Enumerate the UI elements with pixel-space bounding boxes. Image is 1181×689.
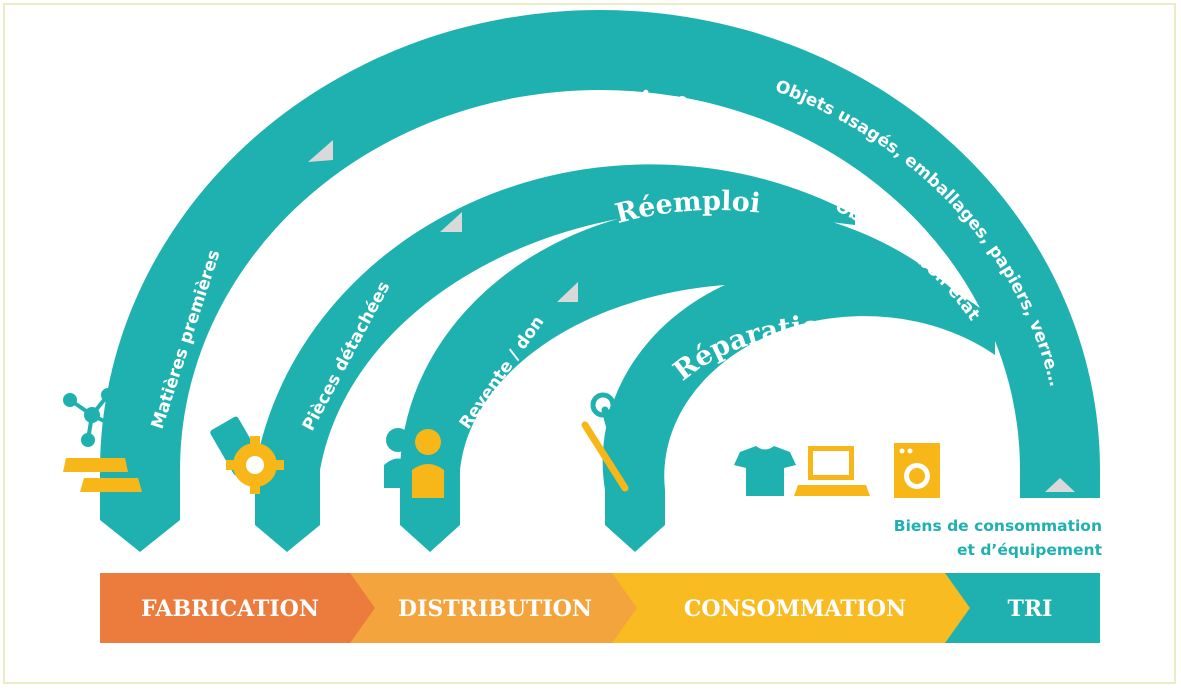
gear-icon	[226, 436, 284, 494]
reemploi-arrow-icon	[557, 282, 578, 302]
distribution-label: DISTRIBUTION	[398, 596, 592, 622]
refabrication-arc	[255, 164, 855, 552]
fabrication-segment	[100, 573, 380, 643]
caption-line-2: et d’équipement	[957, 541, 1103, 559]
tools-icon	[581, 392, 629, 492]
caption-line-1: Biens de consommation	[894, 517, 1102, 535]
people-icon	[384, 428, 444, 498]
refabrication-arrow-icon	[440, 212, 462, 232]
tri-arrow-icon	[1045, 478, 1075, 492]
reemploi-arc	[400, 204, 990, 552]
consommation-segment	[612, 573, 975, 643]
tri-label: TRI	[1008, 596, 1053, 622]
laptop-icon	[794, 446, 870, 496]
tshirt-icon	[734, 446, 796, 496]
fabrication-label: FABRICATION	[141, 596, 319, 622]
reparation-arc	[602, 261, 995, 552]
recyclage-arc	[100, 10, 1100, 552]
tri-segment	[945, 573, 1100, 643]
washing-machine-icon	[894, 443, 940, 498]
recyclage-arrow-icon	[308, 140, 333, 162]
molecule-icon	[63, 388, 119, 447]
gold-bars-icon	[63, 458, 142, 492]
distribution-segment	[350, 573, 642, 643]
consommation-label: CONSOMMATION	[684, 596, 906, 622]
